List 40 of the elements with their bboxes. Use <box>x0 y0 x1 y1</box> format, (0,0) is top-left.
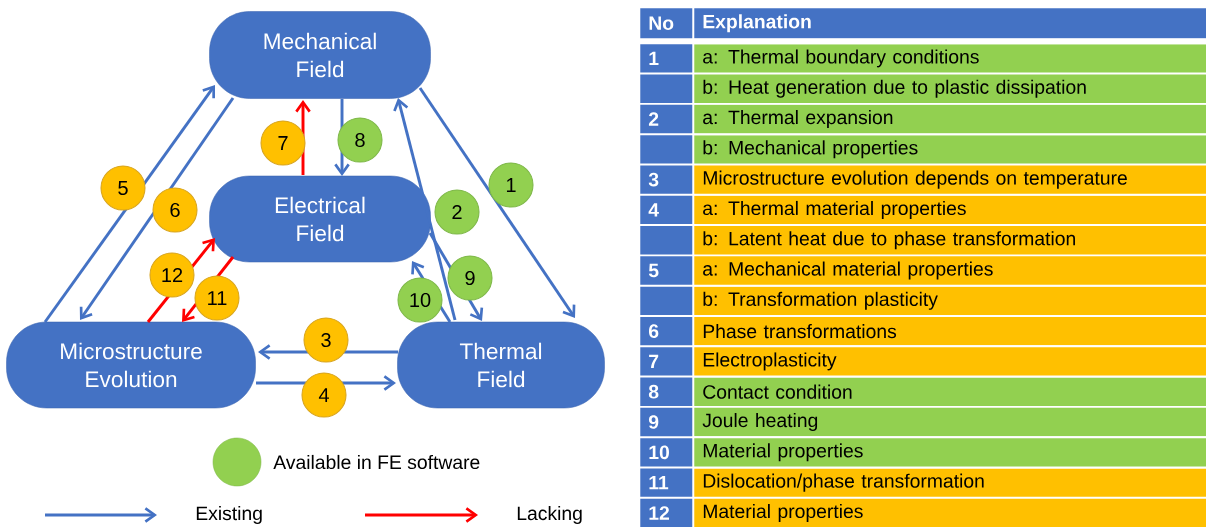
legend-text: Existing <box>196 506 262 524</box>
field-box: Mechanical Field <box>209 11 431 99</box>
field-box: Microstructure Evolution <box>6 321 256 409</box>
table-cell: a: Thermal boundary conditions <box>694 44 1206 73</box>
arrow <box>43 85 215 323</box>
table-cell: Dislocation/phase transformation <box>694 468 1206 497</box>
table-cell: Material properties <box>694 498 1206 528</box>
table-cell: Phase transformations <box>694 316 1206 346</box>
table-cell: 1 <box>640 44 693 73</box>
arrow <box>418 87 576 318</box>
field-box: Thermal Field <box>397 321 605 409</box>
legend-text: Lacking <box>517 506 582 524</box>
table-cell: b: Latent heat due to phase transformation <box>694 226 1206 255</box>
table-cell: 8 <box>640 377 693 406</box>
table-cell: a: Thermal material properties <box>694 195 1206 225</box>
table-cell: Material properties <box>694 438 1206 467</box>
arrow <box>393 98 457 321</box>
table-cell: b: Transformation plasticity <box>694 286 1206 315</box>
table-cell: Electroplasticity <box>694 347 1206 376</box>
table-cell: b: Mechanical properties <box>694 135 1206 164</box>
table-cell: 2 <box>640 104 693 134</box>
arrow <box>79 97 235 320</box>
table-cell: 12 <box>640 498 693 528</box>
table-cell: Contact condition <box>694 377 1206 406</box>
table-cell: 3 <box>640 165 693 194</box>
table-cell: a: Mechanical material properties <box>694 256 1206 285</box>
table-cell: b: Heat generation due to plastic dissipation <box>694 74 1206 103</box>
table-cell: 11 <box>640 468 693 497</box>
table-cell: 4 <box>640 195 693 225</box>
table-cell: 10 <box>640 438 693 467</box>
table-header-cell: No <box>640 8 693 39</box>
table-cell: Joule heating <box>694 407 1206 437</box>
legend-text: Available in FE software <box>273 454 480 470</box>
table-cell: 5 <box>640 256 693 285</box>
table-cell: a: Thermal expansion <box>694 104 1206 134</box>
table-cell: 7 <box>640 347 693 376</box>
table-cell: 6 <box>640 316 693 346</box>
table-cell: 9 <box>640 407 693 437</box>
field-box: Electrical Field <box>209 175 431 263</box>
table-cell: Microstructure evolution depends on temperature <box>694 165 1206 194</box>
